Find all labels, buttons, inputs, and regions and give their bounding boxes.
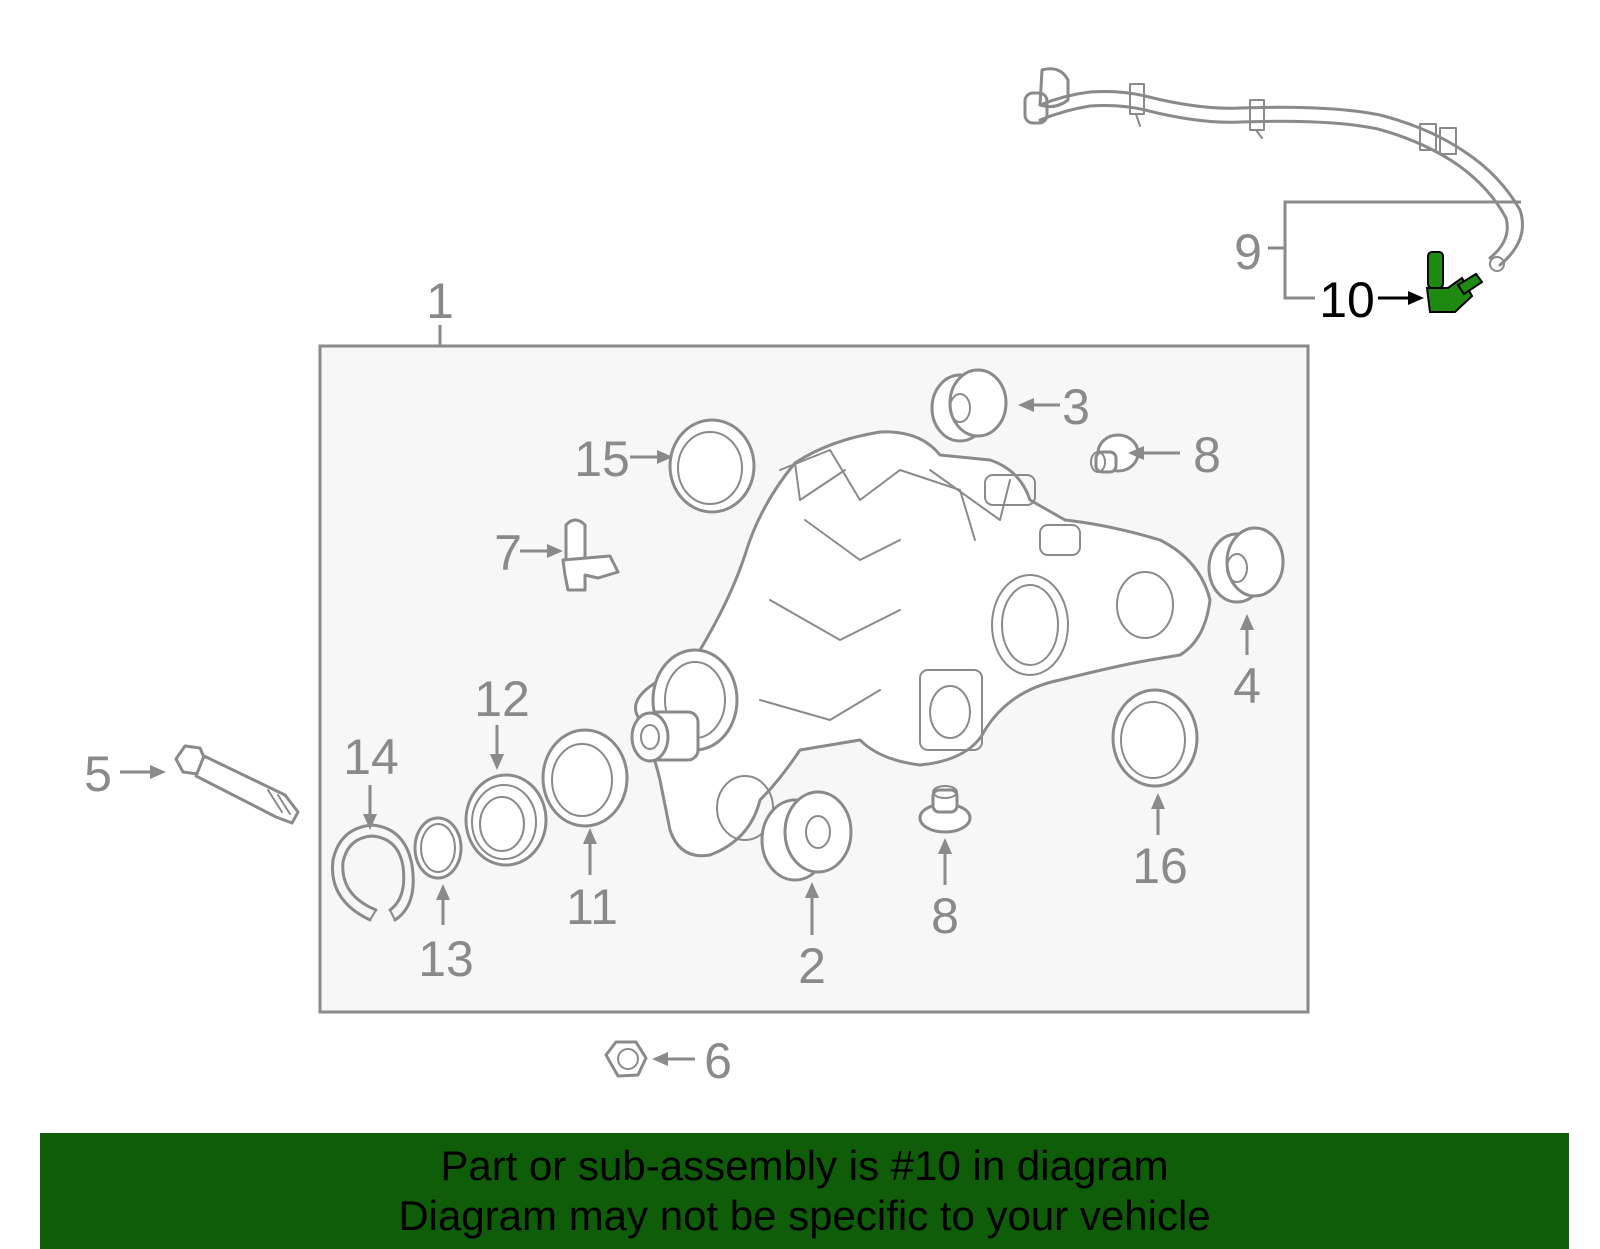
banner-line-part-number: Part or sub-assembly is #10 in diagram	[440, 1142, 1169, 1189]
callout-5: 5	[84, 746, 112, 802]
banner-line-disclaimer: Diagram may not be specific to your vehi…	[398, 1192, 1211, 1239]
bolt-part-5[interactable]	[174, 744, 300, 825]
callout-10: 10	[1319, 272, 1375, 328]
callout-15: 15	[574, 431, 630, 487]
callout-12: 12	[474, 671, 530, 727]
bearing-part-12[interactable]	[464, 773, 548, 867]
bushing-part-2[interactable]	[760, 790, 853, 882]
callout-11: 11	[566, 879, 618, 935]
callout-6: 6	[704, 1033, 732, 1089]
vent-hose-part-9[interactable]	[1023, 67, 1524, 272]
callout-3: 3	[1062, 379, 1090, 435]
callout-7: 7	[494, 525, 522, 581]
nut-part-6[interactable]	[604, 1040, 648, 1078]
callout-9: 9	[1234, 224, 1262, 280]
o-ring-part-13[interactable]	[413, 816, 463, 880]
differential-housing[interactable]	[630, 430, 1212, 858]
callout-4: 4	[1233, 658, 1261, 714]
bushing-part-4[interactable]	[1207, 526, 1285, 604]
callout-16: 16	[1132, 838, 1188, 894]
callout-2: 2	[798, 938, 826, 994]
bushing-part-3[interactable]	[930, 368, 1008, 443]
seal-part-16[interactable]	[1111, 688, 1199, 788]
vent-fitting-part-10[interactable]	[1425, 251, 1484, 313]
callout-8-top: 8	[1193, 427, 1221, 483]
callout-13: 13	[418, 931, 474, 987]
callout-1: 1	[426, 273, 454, 329]
sensor-part-7[interactable]	[561, 518, 620, 592]
drain-plug-part-8-top[interactable]	[1090, 433, 1140, 474]
drain-plug-part-8-bottom[interactable]	[918, 785, 972, 834]
callout-14: 14	[343, 729, 399, 785]
seal-part-15[interactable]	[668, 418, 756, 514]
seal-part-11[interactable]	[541, 728, 629, 828]
info-banner: Part or sub-assembly is #10 in diagram D…	[40, 1133, 1569, 1249]
callout-8-bottom: 8	[931, 888, 959, 944]
